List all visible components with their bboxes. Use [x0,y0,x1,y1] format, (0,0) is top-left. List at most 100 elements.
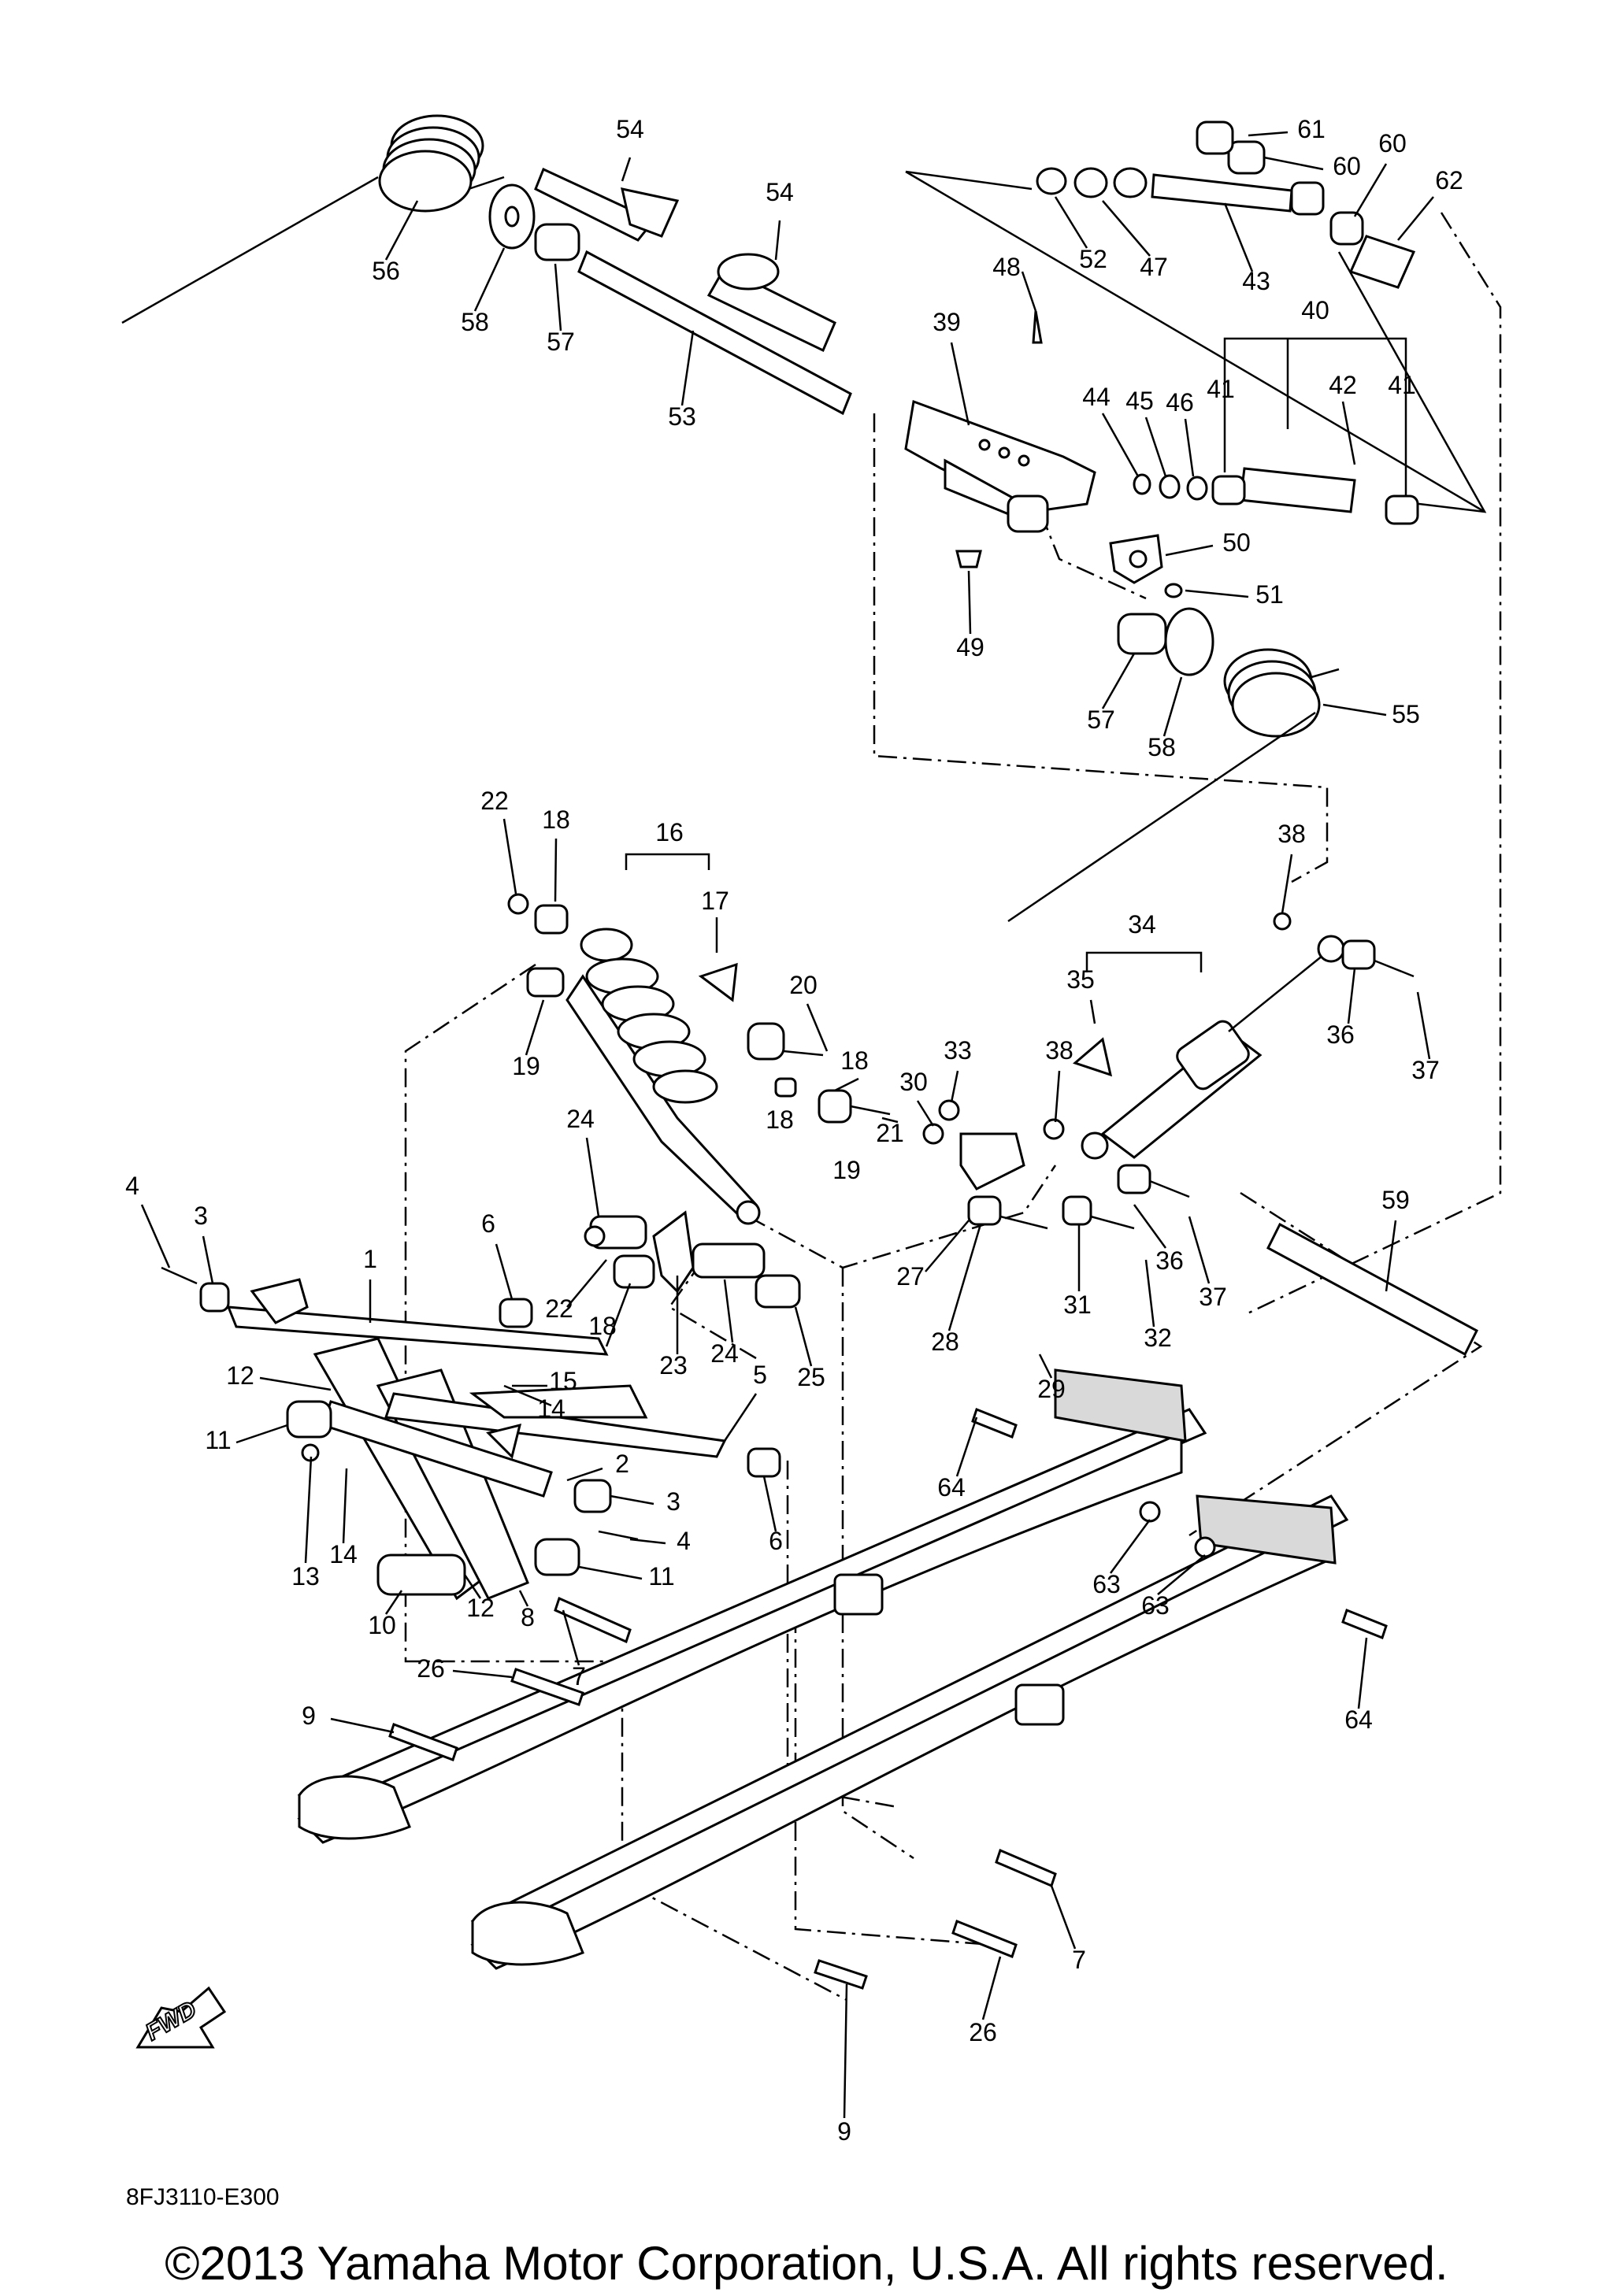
fwd-arrow-icon: FWD [135,1986,227,2049]
callout-18: 18 [542,805,570,834]
leader-line-c11b [578,1565,643,1580]
leader-line-c22a [502,818,517,894]
callout-7: 7 [1072,1946,1086,1974]
leader-line-c12a [259,1376,332,1391]
callout-61: 61 [1297,115,1326,143]
callout-28: 28 [931,1328,959,1356]
pivot-bracket-23 [584,1210,801,1309]
callout-64: 64 [937,1473,966,1502]
callout-11: 11 [205,1426,231,1454]
callout-57: 57 [547,328,575,356]
callout-54: 54 [766,178,794,206]
leader-line-c60a [1263,156,1324,171]
leader-line-c60b [1353,163,1388,217]
callout-3: 3 [666,1487,680,1516]
leader-line-c3a [202,1235,214,1284]
callout-60: 60 [1333,152,1361,180]
callout-5: 5 [753,1361,767,1389]
copyright-notice: ©2013 Yamaha Motor Corporation, U.S.A. A… [165,2237,1448,2290]
leader-line-c25 [794,1306,813,1367]
leader-line-c20 [806,1003,829,1052]
leader-line-c6b [762,1476,777,1532]
callout-18: 18 [588,1312,617,1340]
slide-rail-left [297,1368,1207,1844]
leader-line-c26b [981,1956,1002,2020]
callout-60: 60 [1378,129,1407,157]
leader-line-c39 [950,342,970,426]
leader-line-c4b [629,1538,666,1545]
callout-39: 39 [933,308,961,336]
leader-line-c37a [1416,991,1431,1060]
tube-assembly-40 [1133,467,1419,525]
callout-36: 36 [1155,1246,1184,1275]
leader-line-c35 [1089,999,1096,1024]
callout-6: 6 [481,1209,495,1238]
callout-34: 34 [1128,910,1156,939]
leader-line-c36a [1347,968,1356,1024]
cam-50 [1109,534,1183,598]
callout-53: 53 [668,402,696,431]
callout-3: 3 [194,1202,208,1230]
leader-line-c45 [1144,417,1167,477]
callout-55: 55 [1392,700,1420,728]
leader-line-c48 [1021,271,1037,312]
leader-line-c54b [774,220,781,261]
callout-7: 7 [572,1662,586,1691]
leader-line-c7b [1050,1885,1077,1950]
leader-line-c18a [554,838,558,902]
washer-58-upper [488,183,536,250]
leader-line-c14b [342,1468,348,1544]
callout-9: 9 [302,1702,316,1730]
leader-line-c2 [566,1467,603,1482]
callout-63: 63 [1092,1570,1121,1598]
callout-12: 12 [466,1594,495,1622]
callout-58: 58 [461,308,489,336]
callout-24: 24 [566,1105,595,1133]
callout-31: 31 [1063,1291,1092,1319]
diagram-code: 8FJ3110-E300 [126,2184,280,2210]
leader-line-c5 [723,1393,758,1442]
callout-49: 49 [956,633,984,661]
leader-line-c18d [605,1283,632,1347]
leader-line-c24a [585,1137,600,1217]
leader-line-c38a [1281,854,1293,914]
leader-line-c10 [384,1590,403,1615]
callout-8: 8 [521,1603,535,1631]
leader-line-c27 [925,1220,970,1272]
rail-bolts [388,1408,1388,1990]
leader-line-c32 [1144,1259,1155,1328]
callout-48: 48 [992,253,1021,281]
callout-43: 43 [1242,267,1270,295]
leader-line-c7a [562,1609,580,1666]
leader-line-c22b [566,1259,607,1308]
front-arm-assembly [161,1266,781,1601]
callout-37: 37 [1411,1056,1440,1084]
callout-41: 41 [1207,375,1235,403]
callout-4: 4 [677,1527,691,1555]
leader-line-c3b [610,1494,654,1505]
leader-line-c63a [1109,1519,1151,1574]
leader-line-c58a [473,247,506,312]
leader-line-c21 [881,1117,899,1124]
callout-15: 15 [549,1367,577,1395]
leader-line-c29 [1038,1354,1053,1379]
bracket-39 [904,310,1096,533]
leader-line-c57b [1101,653,1136,709]
leader-line-c9b [843,1983,848,2119]
shaft-59 [1266,1222,1478,1357]
callout-labels: 54 56 58 57 53 54 61 60 60 62 52 47 43 4… [125,115,1463,2146]
leader-line-c62 [1397,196,1434,241]
callout-9: 9 [837,2117,851,2146]
callout-4: 4 [125,1172,139,1200]
shaft-43-set [1036,120,1416,289]
leader-line-c53 [680,330,695,406]
callout-62: 62 [1435,166,1463,194]
callout-21: 21 [876,1119,904,1147]
leader-line-c61 [1248,131,1289,137]
callout-27: 27 [896,1262,925,1291]
leader-line-c26a [452,1669,513,1679]
callout-38: 38 [1277,820,1306,848]
leader-line-c37b [1188,1216,1211,1284]
